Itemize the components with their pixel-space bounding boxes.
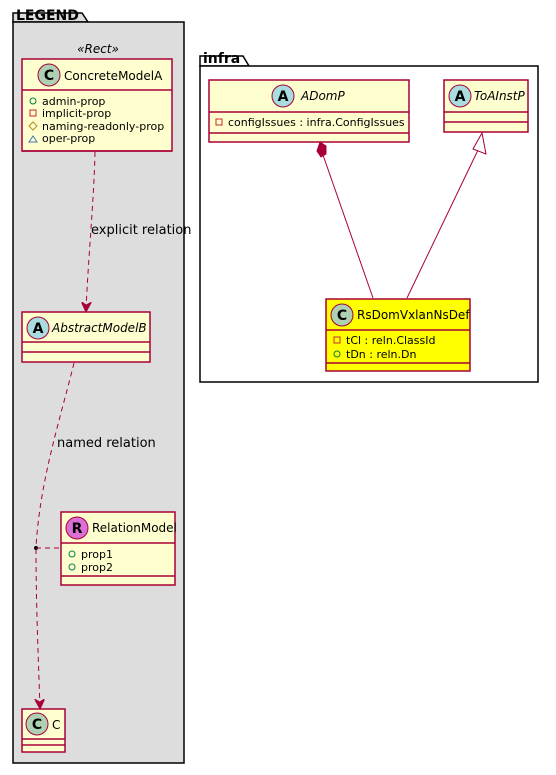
class-icon	[330, 303, 354, 327]
class-name: ADomP	[300, 89, 345, 103]
member: tCl : reln.ClassId	[346, 334, 436, 347]
public-visibility-icon	[29, 97, 37, 105]
public-visibility-icon	[68, 550, 76, 558]
class-icon-letter: C	[44, 68, 54, 84]
member: tDn : reln.Dn	[346, 348, 416, 361]
class-name: ToAInstP	[474, 89, 526, 103]
abstract-icon-letter: A	[33, 321, 44, 337]
member: implicit-prop	[42, 107, 111, 120]
named-relation-edge: named relation	[34, 362, 156, 708]
named-relation-label: named relation	[57, 436, 156, 451]
abstract-icon-letter: A	[455, 89, 466, 105]
protected-visibility-icon	[28, 121, 38, 131]
class-abstract-model-b[interactable]: A AbstractModelB	[21, 311, 151, 363]
abstract-icon-letter: A	[278, 89, 289, 105]
class-name: ConcreteModelA	[64, 69, 163, 83]
composition-edge	[316, 141, 374, 299]
infra-title: infra	[203, 51, 240, 67]
member: oper-prop	[42, 132, 95, 145]
member: admin-prop	[42, 95, 105, 108]
class-toainstp[interactable]: A ToAInstP	[443, 79, 529, 133]
class-icon	[37, 63, 61, 87]
class-rsdomvxlannsdef[interactable]: C RsDomVxlanNsDef tCl : reln.ClassId tDn…	[325, 298, 471, 372]
explicit-relation-label: explicit relation	[91, 223, 191, 238]
abstract-icon	[448, 84, 472, 108]
relation-icon-letter: R	[72, 521, 83, 537]
explicit-relation-edge: explicit relation	[86, 151, 191, 311]
composition-diamond	[316, 141, 327, 158]
class-c[interactable]: C C	[21, 708, 66, 753]
generalization-triangle	[472, 131, 487, 155]
class-name: AbstractModelB	[51, 321, 147, 335]
private-visibility-icon	[333, 336, 341, 344]
class-adomp[interactable]: A ADomP configIssues : infra.ConfigIssue…	[208, 79, 410, 143]
legend-title: LEGEND	[16, 8, 79, 24]
package-visibility-icon	[28, 135, 38, 143]
member: naming-readonly-prop	[42, 120, 164, 133]
abstract-icon	[271, 84, 295, 108]
abstract-icon	[26, 316, 50, 340]
private-visibility-icon	[29, 109, 37, 117]
relation-icon	[65, 516, 89, 540]
class-icon-letter: C	[337, 308, 347, 324]
class-icon-letter: C	[32, 717, 42, 733]
member: configIssues : infra.ConfigIssues	[228, 116, 405, 129]
private-visibility-icon	[215, 118, 223, 126]
legend-stereotype: «Rect»	[77, 42, 119, 56]
class-name: C	[52, 718, 60, 732]
public-visibility-icon	[68, 563, 76, 571]
class-icon	[25, 712, 49, 736]
member: prop2	[81, 561, 113, 574]
class-concrete-model-a[interactable]: C ConcreteModelA admin-prop implicit-pro…	[21, 58, 173, 152]
public-visibility-icon	[333, 350, 341, 358]
class-name: RelationModel	[92, 521, 177, 535]
class-relation-model[interactable]: R RelationModel prop1 prop2	[60, 511, 177, 586]
member: prop1	[81, 548, 113, 561]
class-name: RsDomVxlanNsDef	[357, 308, 470, 322]
generalization-edge	[406, 131, 487, 299]
